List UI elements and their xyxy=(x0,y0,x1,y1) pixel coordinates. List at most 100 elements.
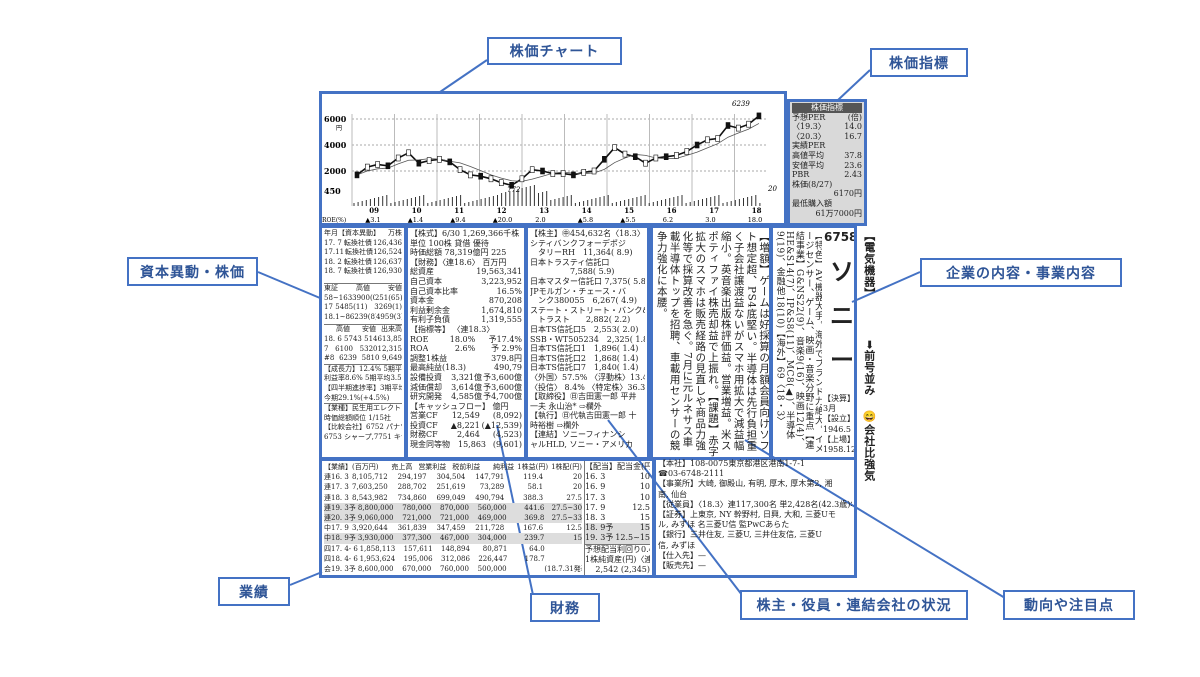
indicator-row: 〈20.3〉16.7 xyxy=(792,132,862,142)
header-cell: 1株配(円) xyxy=(551,463,582,471)
table-cell: 18. 7 xyxy=(324,267,342,276)
table-cell: 2,464 xyxy=(456,430,480,440)
table-cell: 5810 xyxy=(361,354,380,363)
shareholder-line: 【連結】ソニーフィナンシ xyxy=(530,430,626,440)
industry-line: 時価総額順位 1/15社 xyxy=(324,413,391,422)
metrics-title: 【指標等】 〈連18.3〉 xyxy=(410,324,495,334)
table-cell: 12.5~15 xyxy=(615,533,650,543)
header-cell: 税前利益 xyxy=(452,463,481,471)
table-cell: 転換社債 xyxy=(343,238,372,247)
header-cell: 高値 xyxy=(356,283,370,292)
table-cell: 12,315 xyxy=(377,344,402,353)
bps-title: 1株純資産(円)〈連18. 6〉 xyxy=(585,554,650,564)
table-cell: 721,000 xyxy=(402,514,432,523)
table-cell: 有利子負債 xyxy=(410,315,450,325)
previous-issue-label: ➡前号並み xyxy=(862,340,876,396)
table-cell: 1,674,810 xyxy=(481,305,522,315)
table-cell: 10 xyxy=(639,492,650,502)
table-cell: 総資産 xyxy=(410,267,434,277)
table-cell: 中18. 9予 xyxy=(324,534,356,543)
table-cell: 500,000 xyxy=(477,565,507,574)
callout-shareholders: 株主・役員・連結会社の状況 xyxy=(740,590,968,620)
roe-value: ▲9.4 xyxy=(450,216,465,223)
company-features: 【特色】AV機器大手。海外でブランド力絶大。イメージセンサー、ゲーム、映画・音楽… xyxy=(774,231,822,454)
table-cell xyxy=(447,354,484,364)
table-cell: 6100 xyxy=(335,344,353,353)
table-cell: 178.7 xyxy=(524,554,545,563)
table-cell: (▲12,539) xyxy=(481,420,522,430)
table-cell: 連20. 3予 xyxy=(324,514,356,523)
indicator-label: 最低購入額 xyxy=(792,198,832,208)
shareholder-line: 一夫 永山治* ⇨欄外 xyxy=(530,401,602,411)
low-price-label: 772 xyxy=(507,186,521,194)
header-cell: 【業績】(百万円) xyxy=(324,463,379,471)
candle xyxy=(457,166,463,173)
table-cell: (9,601) xyxy=(492,440,522,450)
table-cell: ROA xyxy=(410,344,429,354)
table-cell: 16.5% xyxy=(496,286,522,296)
table-cell: 6239(8) xyxy=(349,312,376,321)
candle xyxy=(437,155,442,163)
table-cell: 369.8 xyxy=(524,514,545,523)
header-cell: 出来高 xyxy=(381,325,402,334)
table-cell: 195,006 xyxy=(403,554,433,563)
table-cell: 312,086 xyxy=(440,554,470,563)
candle xyxy=(725,122,731,129)
company-name-char: ニ xyxy=(830,302,854,330)
table-cell: 16. 9 xyxy=(585,482,606,492)
year-label: 10 xyxy=(412,206,422,215)
indicator-row: 株価(8/27) xyxy=(792,180,862,190)
shareholder-line: 日本TS信託口2 1,868( 1.4) xyxy=(530,353,639,363)
table-cell: 営業CF xyxy=(410,411,438,421)
candle xyxy=(416,159,422,167)
sector-label: 【電気機器】 xyxy=(862,230,876,299)
table-cell: 中17. 9 xyxy=(324,524,349,533)
table-cell: 研究開発 xyxy=(410,392,442,402)
table-cell: 3,223,952 xyxy=(481,276,522,286)
table-cell: 211,728 xyxy=(475,524,505,533)
candle xyxy=(612,144,617,151)
table-cell: 734,860 xyxy=(397,493,427,502)
company-info-line: 【決算】 xyxy=(823,394,855,403)
candle xyxy=(468,171,473,179)
table-cell: #8 xyxy=(324,354,335,363)
table-cell: 304,504 xyxy=(436,473,466,482)
roe-value: ▲5.5 xyxy=(620,216,635,223)
table-cell: 8,800,000 xyxy=(357,503,394,512)
shareholder-line: 日本TS信託口1 1,896( 1.4) xyxy=(530,344,639,354)
trends-box: 【増額】ゲームは好採算の月額会員向けソフト想定超、PS4底堅い。半導体は先行負担… xyxy=(650,225,772,460)
table-cell: 18.1~8 xyxy=(324,312,350,321)
hq-line: 【証券】上東京, NY 幹野村, 日興, 大和, 三菱Uモ xyxy=(658,510,836,520)
y-tick-label: 2000 xyxy=(324,166,347,176)
table-cell xyxy=(507,564,545,574)
table-cell: 4,585億 xyxy=(451,392,482,402)
table-cell: (8,092) xyxy=(492,411,522,421)
table-cell: 19,563,341 xyxy=(476,267,522,277)
shareholder-line: 【株主】㊥454,632名〈18.3〉 万株 xyxy=(530,229,645,238)
table-header: 東証高値安値 xyxy=(324,284,402,294)
table-cell: 13,850 xyxy=(381,334,402,343)
year-label: 16 xyxy=(667,206,677,215)
table-cell: 721,000 xyxy=(439,514,469,523)
table-cell: 58~16 xyxy=(324,293,348,302)
indicator-label: 予想PER xyxy=(792,112,826,122)
unit-label: 円 xyxy=(336,125,342,132)
table-cell: 377,300 xyxy=(402,534,432,543)
table-cell: 減価償却 xyxy=(410,382,442,392)
table-cell: 転換社債 xyxy=(343,267,372,276)
header-cell: 【配当】 xyxy=(585,462,617,471)
